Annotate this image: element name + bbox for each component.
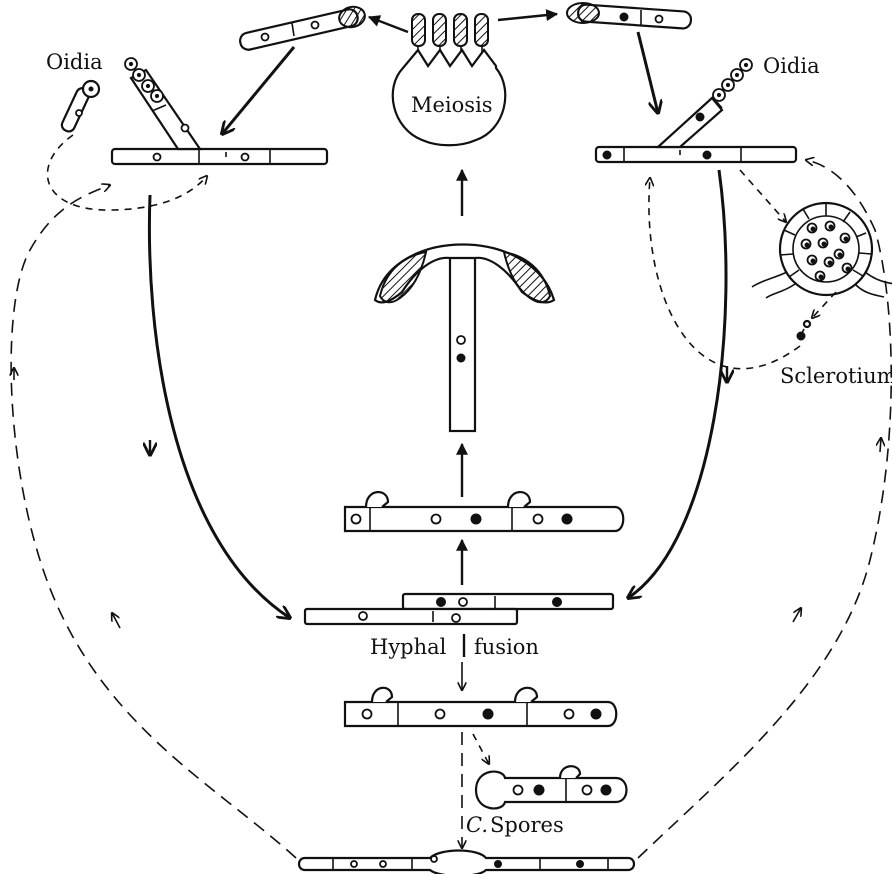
outer-dashed-loop-left: [11, 185, 296, 858]
outer-mid-arrow-right-2: [793, 608, 801, 622]
arrow-mycelium-to-sclerotium: [740, 170, 786, 222]
fusion-label: fusion: [474, 635, 539, 659]
hyphal-fusion: [305, 594, 613, 624]
germinating-spore-left: [239, 4, 367, 51]
oidia-chain-right: [713, 59, 752, 101]
meiosis-label: Meiosis: [411, 93, 493, 117]
dikaryon-clamp-lower: [345, 688, 616, 726]
c-spores-label: Spores: [490, 813, 564, 837]
outer-mid-arrow-right-1: [880, 438, 881, 452]
oidia-left-label: Oidia: [46, 50, 103, 74]
dikaryon-clamp-upper: [345, 492, 623, 531]
germinating-oidium-left: [60, 81, 99, 133]
basidium-meiosis: [393, 14, 506, 145]
arrow-to-chlamydospore: [473, 734, 489, 764]
germinating-sclerotium-cell: [797, 321, 810, 340]
oidia-right-label: Oidia: [763, 54, 820, 78]
right-monokaryon-mycelium: [596, 98, 796, 162]
arrow-left-mycelium-to-fusion: [149, 195, 290, 618]
hyphal-label: Hyphal: [370, 635, 447, 659]
outer-mid-arrow-left-2: [112, 613, 120, 628]
c-spores-prefix: C.: [466, 813, 488, 837]
germinating-spore-right: [567, 3, 691, 29]
sclerotium: [752, 203, 892, 298]
chlamydospore: [476, 766, 627, 808]
arrow-spore-to-left-mycelium: [222, 47, 294, 134]
fruit-body: [375, 245, 554, 432]
spore-arrow-right: [498, 14, 557, 20]
basidiospore-group: [412, 14, 488, 52]
arrow-spore-to-right-mycelium: [638, 32, 658, 113]
germinating-chlamydospore: [299, 851, 634, 874]
arrow-right-mycelium-to-fusion: [628, 170, 726, 598]
spore-arrow-left: [369, 17, 408, 32]
sclerotium-label: Sclerotium: [780, 364, 892, 388]
